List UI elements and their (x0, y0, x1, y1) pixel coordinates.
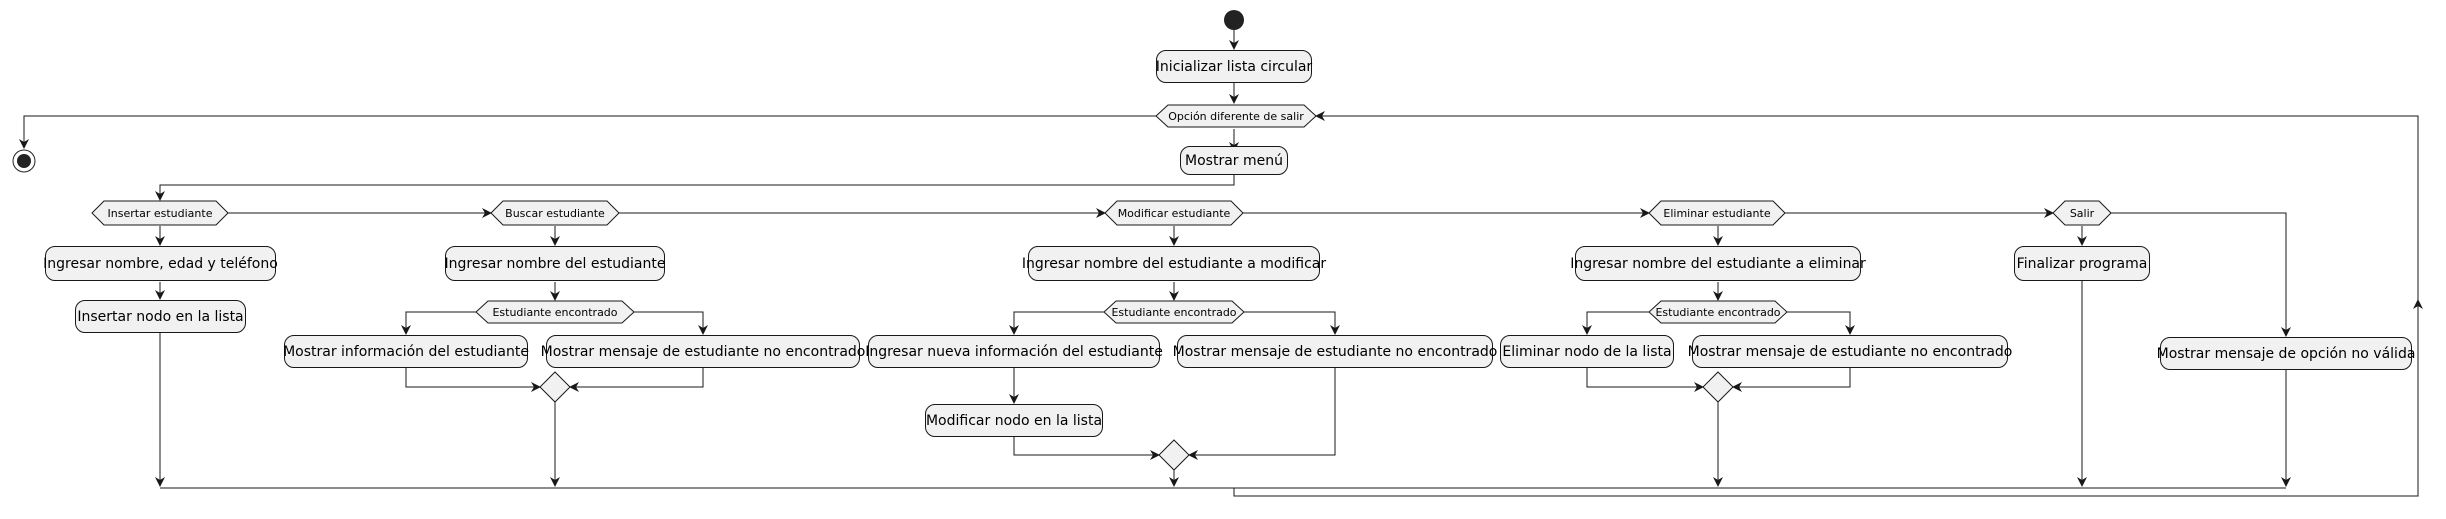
search-found-action: Mostrar información del estudiante (283, 335, 529, 368)
delete-found-action: Eliminar nodo de la lista (1500, 335, 1674, 368)
insert-condition-label: Insertar estudiante (107, 206, 213, 220)
delete-step1-action: Ingresar nombre del estudiante a elimina… (1570, 246, 1866, 281)
show-menu-action: Mostrar menú (1180, 146, 1288, 175)
delete-merge-diamond (1702, 371, 1734, 403)
search-condition-label: Buscar estudiante (505, 206, 605, 220)
invalid-option-action: Mostrar mensaje de opción no válida (2157, 337, 2415, 370)
exit-step1-action: Finalizar programa (2014, 246, 2150, 281)
delete-found-label: Estudiante encontrado (1655, 305, 1781, 319)
init-list-action: Inicializar lista circular (1156, 50, 1312, 83)
exit-condition-label: Salir (2069, 206, 2095, 220)
loop-condition-label: Opción diferente de salir (1168, 109, 1304, 123)
search-step1-action: Ingresar nombre del estudiante (445, 246, 665, 281)
insert-step2-action: Insertar nodo en la lista (75, 300, 246, 333)
exit-condition-diamond (2052, 200, 2112, 226)
modify-condition-label: Modificar estudiante (1117, 206, 1231, 220)
delete-not-found-action: Mostrar mensaje de estudiante no encontr… (1688, 335, 2012, 368)
delete-condition-diamond (1648, 200, 1786, 226)
search-found-label: Estudiante encontrado (492, 305, 618, 319)
search-not-found-action: Mostrar mensaje de estudiante no encontr… (541, 335, 865, 368)
delete-condition-label: Eliminar estudiante (1663, 206, 1771, 220)
search-merge-diamond (539, 371, 571, 403)
insert-step1-action: Ingresar nombre, edad y teléfono (43, 246, 278, 281)
search-found-diamond (475, 300, 635, 324)
search-condition-diamond (490, 200, 620, 226)
delete-found-diamond (1648, 300, 1788, 324)
insert-condition-diamond (91, 200, 229, 226)
end-node (12, 149, 36, 173)
modify-not-found-action: Mostrar mensaje de estudiante no encontr… (1173, 335, 1497, 368)
modify-found-label: Estudiante encontrado (1111, 305, 1237, 319)
modify-found-diamond (1103, 300, 1245, 324)
loop-condition-diamond (1155, 104, 1317, 128)
modify-found-step2-action: Modificar nodo en la lista (925, 404, 1103, 437)
modify-step1-action: Ingresar nombre del estudiante a modific… (1022, 246, 1326, 281)
modify-condition-diamond (1104, 200, 1244, 226)
start-node (1224, 10, 1244, 30)
modify-found-step1-action: Ingresar nueva información del estudiant… (865, 335, 1163, 368)
modify-merge-diamond (1158, 439, 1190, 471)
